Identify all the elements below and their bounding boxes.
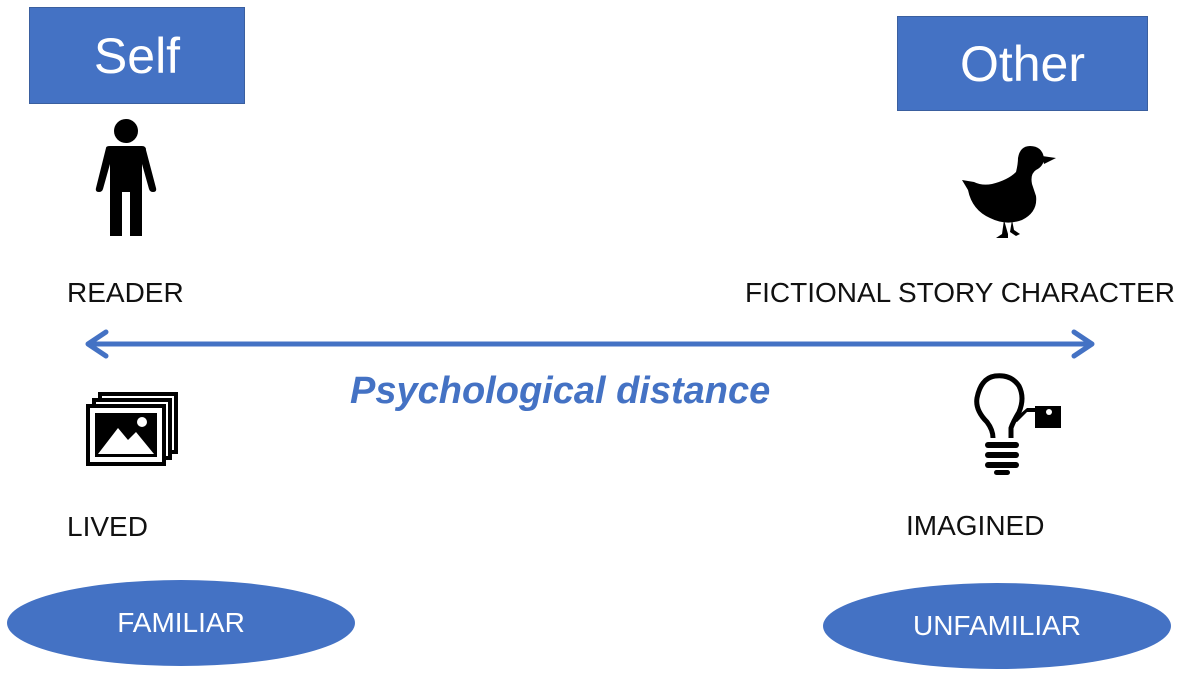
other-heading-box: Other bbox=[897, 16, 1148, 111]
imagined-label: IMAGINED bbox=[906, 510, 1045, 541]
familiar-label: FAMILIAR bbox=[117, 607, 245, 638]
psychological-distance-arrow bbox=[85, 329, 1095, 359]
person-icon bbox=[95, 119, 157, 236]
character-label: FICTIONAL STORY CHARACTER bbox=[745, 277, 1175, 308]
familiar-ellipse: FAMILIAR bbox=[7, 580, 355, 666]
duck-icon bbox=[962, 146, 1056, 238]
other-heading: Other bbox=[959, 35, 1086, 92]
unfamiliar-label: UNFAMILIAR bbox=[912, 610, 1082, 641]
lightbulb-icon bbox=[974, 373, 1061, 475]
axis-label: Psychological distance bbox=[350, 370, 771, 412]
reader-label: READER bbox=[67, 277, 184, 308]
unfamiliar-ellipse: UNFAMILIAR bbox=[823, 583, 1171, 669]
self-heading: Self bbox=[93, 27, 181, 84]
photos-icon bbox=[86, 392, 178, 466]
lived-label: LIVED bbox=[67, 511, 148, 542]
self-heading-box: Self bbox=[29, 7, 245, 104]
